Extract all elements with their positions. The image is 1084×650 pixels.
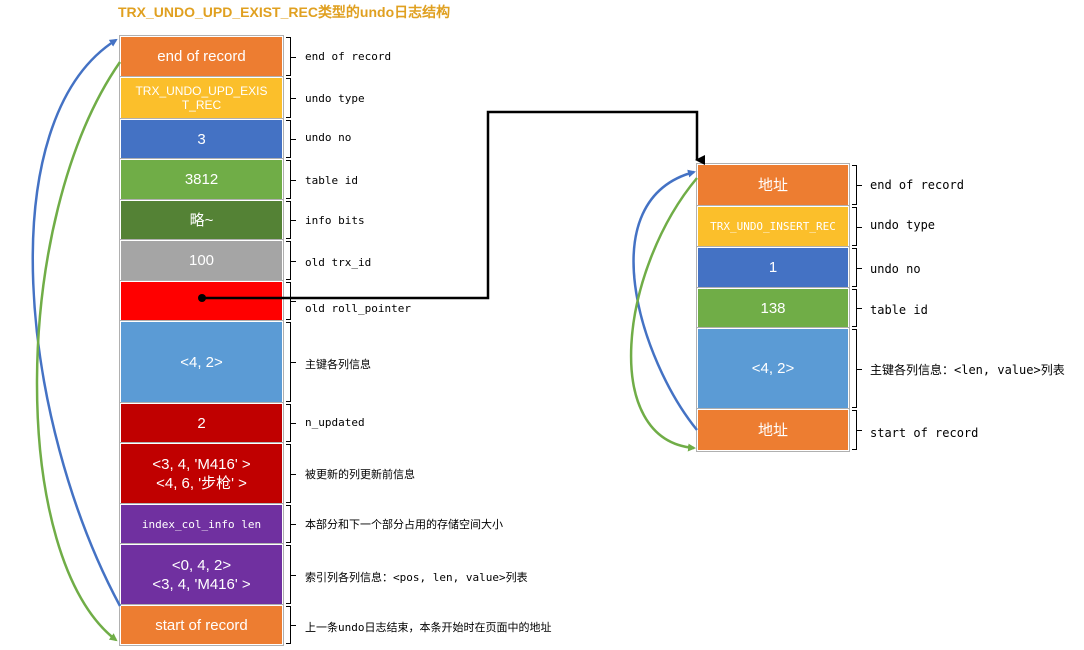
left-blue-arrow [31, 38, 122, 607]
left-label-index-col-info-len: 本部分和下一个部分占用的存储空间大小 [305, 518, 503, 531]
left-updated-columns-block: <3, 4, 'M416' > <4, 6, '步枪' > [119, 442, 284, 505]
right-brace [852, 329, 862, 408]
left-index-col-info-len-block: index_col_info len [119, 503, 284, 545]
left-brace [286, 404, 296, 442]
left-brace [286, 160, 296, 199]
right-brace [852, 410, 862, 450]
left-info-bits-block: 略~ [119, 199, 284, 241]
right-start-of-record-block: 地址 [696, 408, 850, 452]
left-undo-no-block: 3 [119, 118, 284, 160]
left-brace [286, 545, 296, 604]
left-brace [286, 444, 296, 503]
roll-pointer-arrow [202, 110, 705, 300]
left-label-start-of-record: 上一条undo日志结束，本条开始时在页面中的地址 [305, 621, 552, 634]
right-label-undo-no: undo no [870, 262, 921, 276]
left-label-table-id: table id [305, 174, 358, 187]
right-brace [852, 289, 862, 327]
left-brace [286, 37, 296, 76]
right-brace [852, 207, 862, 246]
left-primary-key-block: <4, 2> [119, 320, 284, 404]
right-primary-key-block: <4, 2> [696, 327, 850, 410]
left-n-updated-block: 2 [119, 402, 284, 444]
left-table-id-block: 3812 [119, 158, 284, 201]
right-undo-type-block: TRX_UNDO_INSERT_REC [696, 205, 850, 248]
left-brace [286, 120, 296, 158]
left-green-arrow [35, 61, 122, 642]
left-end-of-record-block: end of record [119, 35, 284, 78]
left-brace [286, 606, 296, 644]
left-label-old-trx-id: old trx_id [305, 256, 372, 269]
left-label-undo-no: undo no [305, 131, 352, 144]
left-brace [286, 282, 296, 320]
left-label-old-roll-pointer: old roll_pointer [305, 302, 411, 315]
right-undo-no-block: 1 [696, 246, 850, 289]
diagram-title: TRX_UNDO_UPD_EXIST_REC类型的undo日志结构 [118, 4, 451, 20]
right-brace [852, 165, 862, 205]
left-label-undo-type: undo type [305, 92, 365, 105]
right-label-table-id: table id [870, 303, 928, 317]
left-label-end-of-record: end of record [305, 50, 392, 63]
left-label-index-columns: 索引列各列信息：<pos, len, value>列表 [305, 571, 528, 584]
left-label-info-bits: info bits [305, 214, 365, 227]
right-table-id-block: 138 [696, 287, 850, 329]
right-label-start-of-record: start of record [870, 426, 979, 440]
left-old-trx-id-block: 100 [119, 239, 284, 282]
right-end-of-record-block: 地址 [696, 163, 850, 207]
left-brace [286, 322, 296, 402]
left-brace [286, 241, 296, 280]
right-blue-arrow [632, 169, 698, 431]
left-undo-type-block: TRX_UNDO_UPD_EXIS T_REC [119, 76, 284, 120]
right-label-end-of-record: end of record [870, 178, 964, 192]
right-label-primary-key: 主键各列信息：<len, value>列表 [870, 363, 1065, 377]
left-brace [286, 78, 296, 118]
left-brace [286, 505, 296, 543]
left-label-n-updated: n_updated [305, 416, 365, 429]
left-brace [286, 201, 296, 239]
left-label-primary-key: 主键各列信息 [305, 358, 371, 371]
left-label-updated-columns: 被更新的列更新前信息 [305, 468, 415, 481]
right-green-arrow [629, 177, 698, 452]
right-label-undo-type: undo type [870, 218, 936, 232]
left-start-of-record-block: start of record [119, 604, 284, 646]
left-index-columns-block: <0, 4, 2> <3, 4, 'M416' > [119, 543, 284, 606]
right-brace [852, 248, 862, 287]
